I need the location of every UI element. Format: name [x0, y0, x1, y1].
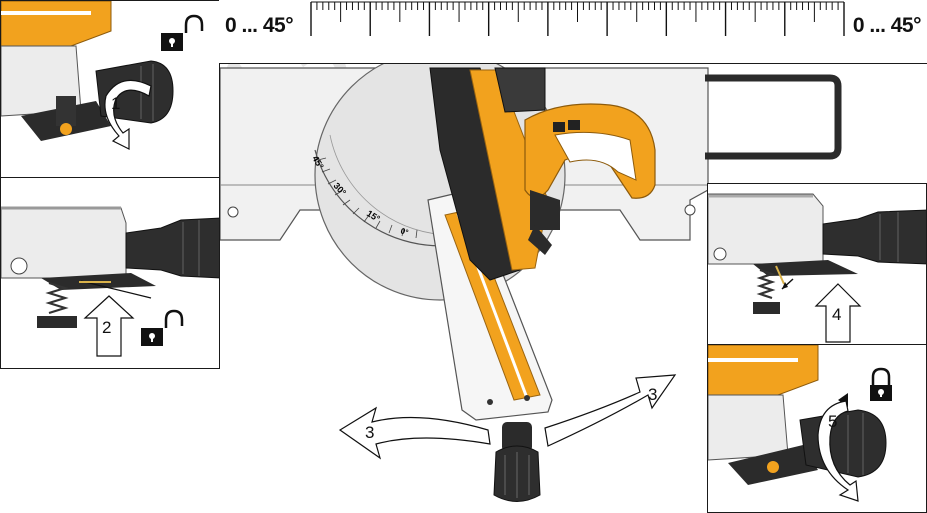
- push-up-arrow: [814, 283, 862, 343]
- angle-ruler: 0 ... 45° 0 ... 45°: [219, 0, 927, 64]
- step-3-left-label: 3: [365, 423, 374, 442]
- unlock-icon: [141, 309, 184, 346]
- detail-panel-step-1: 1: [0, 0, 220, 178]
- rotate-knob-arrow: [817, 400, 859, 502]
- lock-knob-shaft: [502, 422, 532, 452]
- rear-handle: [705, 74, 842, 160]
- base-hole: [684, 204, 696, 216]
- rotate-knob-arrow: [104, 79, 152, 150]
- switch-button: [553, 122, 565, 132]
- detail-panel-step-2: 2: [0, 177, 220, 369]
- scale-label-0: 0°: [399, 226, 409, 237]
- step-2-label: 2: [102, 318, 111, 337]
- step-3-right-label: 3: [648, 385, 657, 404]
- ruler-range-left: 0 ... 45°: [225, 14, 294, 38]
- step-4-label: 4: [832, 305, 841, 324]
- switch-button: [568, 120, 580, 130]
- detail-panel-step-5: 5: [707, 344, 927, 513]
- detail-panel-step-4: 4: [707, 183, 927, 345]
- step-5-label: 5: [828, 412, 837, 431]
- lock-icon: [870, 367, 892, 401]
- push-up-arrow: [83, 295, 135, 357]
- ruler-ticks: [310, 1, 845, 36]
- rotate-left-arrow: [338, 406, 491, 460]
- motor-housing: [494, 67, 546, 113]
- rotate-right-arrow: [544, 374, 677, 447]
- ruler-range-right: 0 ... 45°: [852, 14, 922, 38]
- base-hole: [227, 206, 239, 218]
- angle-scale: [314, 149, 456, 247]
- unlock-icon: [161, 14, 204, 51]
- step-1-label: 1: [111, 94, 120, 113]
